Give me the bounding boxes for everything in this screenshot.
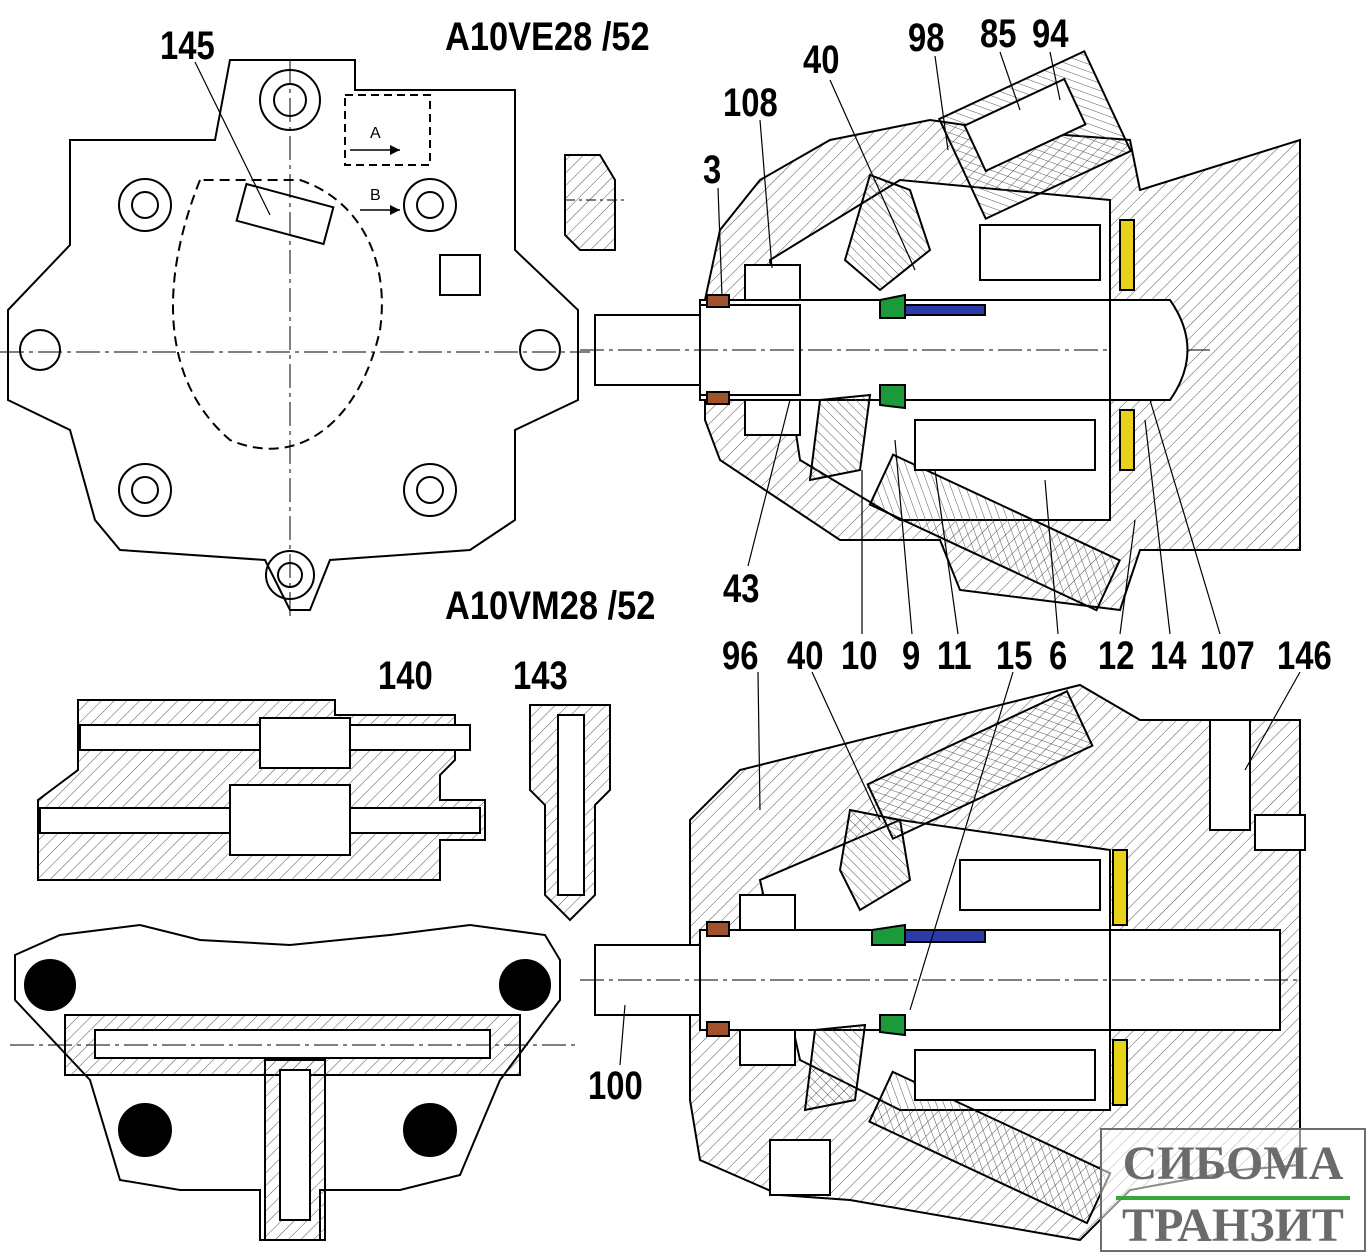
watermark-divider (1116, 1196, 1350, 1200)
callout-98: 98 (908, 16, 945, 60)
valve-body-bottom (10, 923, 575, 1241)
callout-3: 3 (703, 148, 722, 192)
watermark-line2: ТРАНЗИТ (1122, 1199, 1344, 1252)
callout-85: 85 (980, 12, 1017, 56)
valve-143 (529, 704, 611, 922)
callout-10: 10 (841, 634, 878, 678)
callout-15: 15 (996, 634, 1033, 678)
callout-146: 146 (1277, 634, 1332, 678)
callout-107: 107 (1200, 634, 1255, 678)
port-b-label: B (370, 187, 381, 204)
pump-section-top (580, 50, 1301, 612)
callout-9: 9 (902, 634, 921, 678)
callout-14: 14 (1150, 634, 1187, 678)
callout-100: 100 (588, 1064, 643, 1108)
port-a-label: A (370, 125, 381, 142)
callout-40-mid: 40 (787, 634, 824, 678)
callout-12: 12 (1098, 634, 1135, 678)
callout-96: 96 (722, 634, 759, 678)
callout-40-top: 40 (803, 38, 840, 82)
callout-140: 140 (378, 654, 433, 698)
callout-11: 11 (937, 634, 972, 678)
callout-6: 6 (1049, 634, 1068, 678)
leader-lines (194, 51, 1301, 1066)
pump-front-view (0, 59, 590, 620)
watermark-line1: СИБОМА (1122, 1137, 1344, 1190)
model-title-top: A10VE28 /52 (445, 15, 650, 59)
callout-108: 108 (723, 81, 778, 125)
watermark-logo: СИБОМА ТРАНЗИТ (1100, 1128, 1366, 1252)
callout-43: 43 (723, 567, 760, 611)
detail-section (564, 154, 625, 251)
valve-140 (37, 699, 486, 881)
callout-143: 143 (513, 654, 568, 698)
model-title-bottom: A10VM28 /52 (445, 584, 656, 628)
pump-section-bottom (580, 683, 1306, 1242)
callout-94: 94 (1032, 12, 1069, 56)
callout-145: 145 (160, 24, 215, 68)
